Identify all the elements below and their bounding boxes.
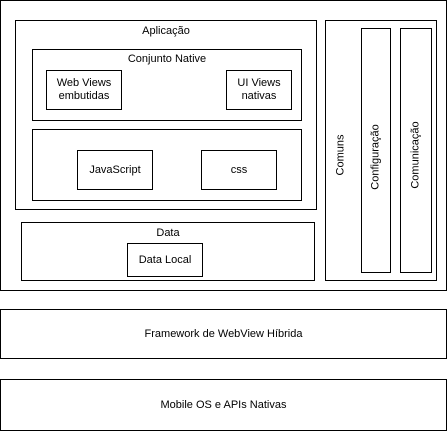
native-ui-views-box: UI Views nativas (226, 70, 292, 110)
data-local-label: Data Local (138, 253, 192, 266)
framework-label: Framework de WebView Híbrida (144, 327, 303, 340)
framework-box: Framework de WebView Híbrida (0, 309, 447, 359)
data-title: Data (156, 227, 180, 239)
css-box: css (201, 150, 277, 190)
data-local-box: Data Local (127, 243, 203, 277)
configuration-label: Configuração (369, 124, 382, 190)
css-label: css (230, 163, 248, 176)
javascript-box: JavaScript (77, 150, 153, 190)
communication-box (400, 28, 432, 273)
platform-box: Mobile OS e APIs Nativas (0, 379, 447, 431)
communication-label: Comunicação (409, 121, 422, 189)
embedded-web-views-box: Web Views embutidas (46, 70, 122, 110)
application-title: Aplicação (142, 25, 190, 37)
platform-label: Mobile OS e APIs Nativas (160, 398, 287, 411)
native-set-title: Conjunto Native (127, 53, 207, 65)
common-title: Comuns (334, 134, 347, 176)
native-ui-views-label: UI Views nativas (237, 77, 281, 102)
embedded-web-views-label: Web Views embutidas (56, 77, 112, 102)
configuration-box (361, 28, 391, 273)
javascript-label: JavaScript (89, 163, 141, 176)
